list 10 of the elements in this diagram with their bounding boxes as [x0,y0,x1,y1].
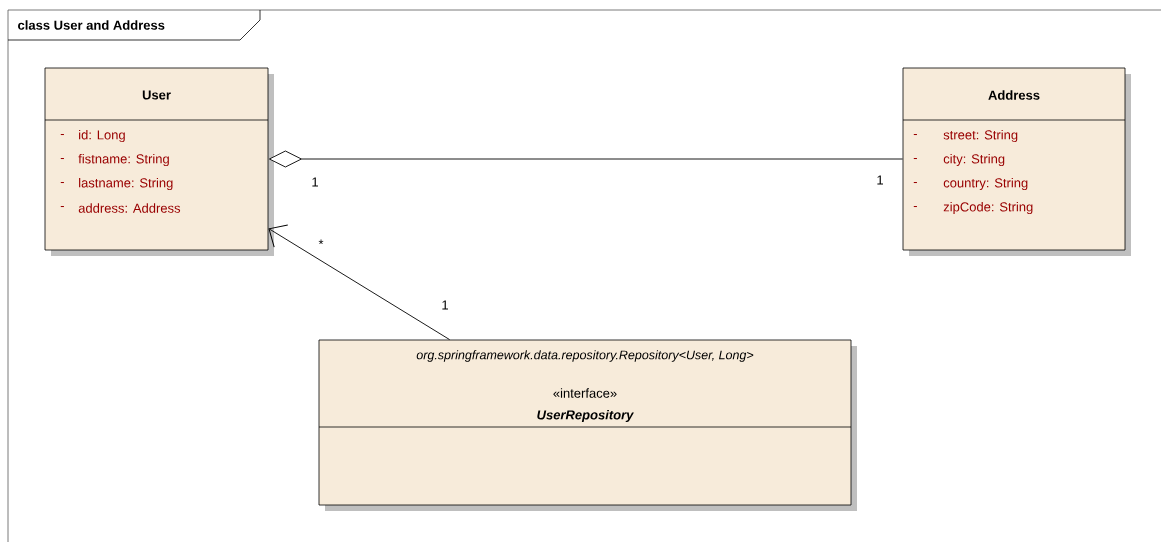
multiplicity-label: 1 [312,177,318,187]
multiplicity-label: 1 [877,175,883,185]
multiplicity-label: 1 [442,300,448,310]
class-box: User - id: Long - fistname: String - lastname: String - address: Address [44,67,274,256]
aggregation-line [268,150,904,168]
class-box: Address - street: String - city: String - country: String - zipCode: String [902,67,1131,256]
association-arrow [268,224,451,341]
interface-box: org.springframework.data.repository.Repository<User, Long> «interface» UserRepository [318,339,857,511]
multiplicity-label: * [318,239,324,245]
frame-title-tab: class User and Address [7,9,261,41]
